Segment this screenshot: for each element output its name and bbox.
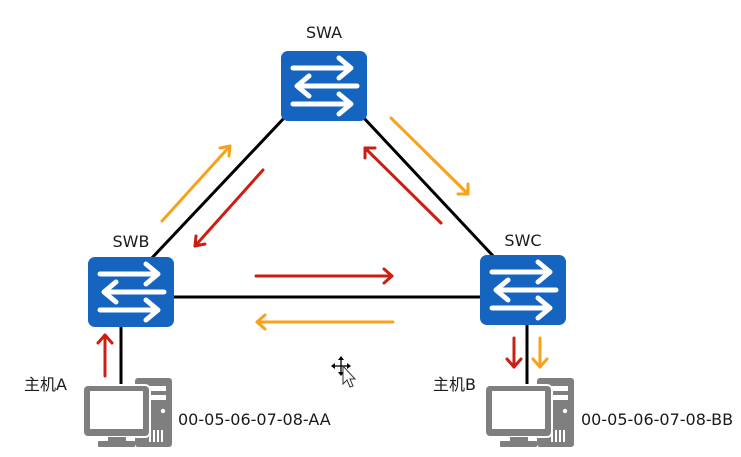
flow-arrow-red-hosta-swb bbox=[96, 333, 114, 378]
link-swa-swb bbox=[148, 114, 288, 262]
flow-arrow-orange-swb-swa bbox=[160, 144, 232, 223]
flow-arrow-red-swa-swb bbox=[193, 168, 265, 248]
host-a-computer-icon[interactable] bbox=[82, 377, 173, 448]
flow-arrow-orange-swc-hostb bbox=[531, 336, 549, 369]
switch-arrows-icon bbox=[100, 264, 164, 320]
switch-arrows-icon bbox=[492, 262, 556, 318]
move-cursor-icon bbox=[331, 356, 357, 388]
switch-swb[interactable] bbox=[88, 257, 174, 327]
host-a-mac: 00-05-06-07-08-AA bbox=[178, 410, 331, 429]
host-b-label: 主机B bbox=[433, 375, 476, 394]
switch-label-swc: SWC bbox=[504, 231, 541, 250]
flow-arrow-orange-swc-swb bbox=[255, 313, 395, 331]
switch-swc[interactable] bbox=[480, 255, 566, 325]
switch-label-swa: SWA bbox=[306, 23, 342, 42]
switch-label-swb: SWB bbox=[113, 232, 150, 251]
link-swa-swc bbox=[360, 114, 497, 260]
flow-arrow-red-swc-swa bbox=[363, 146, 443, 225]
flow-arrow-red-swb-swc bbox=[254, 267, 394, 285]
host-b-mac: 00-05-06-07-08-BB bbox=[581, 410, 733, 429]
host-b-computer-icon[interactable] bbox=[484, 377, 575, 448]
flow-arrow-red-swc-hostb bbox=[505, 336, 523, 369]
flow-arrow-orange-swa-swc bbox=[389, 116, 470, 196]
host-a-label: 主机A bbox=[24, 375, 67, 394]
switch-arrows-icon bbox=[293, 58, 357, 114]
switch-swa[interactable] bbox=[281, 51, 367, 121]
